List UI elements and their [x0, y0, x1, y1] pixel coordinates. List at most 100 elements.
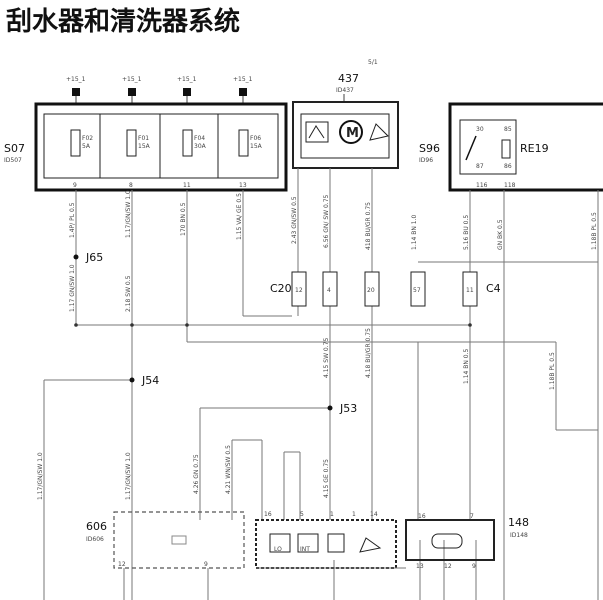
fuse-icon [70, 129, 81, 157]
switch-label-lo: LO [274, 546, 282, 553]
module-148: 148 ID148 16 7 13 12 9 [405, 513, 529, 570]
connector-pin-box [291, 271, 307, 307]
connector-pin: 11 [466, 287, 474, 294]
junction-dot [468, 323, 472, 327]
supply-terminal-2 [128, 88, 136, 96]
connector-pin: 57 [413, 287, 421, 294]
switch-pin: 5 [300, 511, 304, 518]
fuse-icon [126, 129, 137, 157]
wire-label: 1.17 GN/SW 1.0 [69, 264, 76, 312]
fuse-rating: 15A [138, 143, 151, 150]
motor-icon [339, 120, 363, 144]
m437-label: 437 [338, 72, 359, 85]
wire-label: 4.15 SW 0.75 [323, 338, 330, 378]
junction-dot [73, 254, 79, 260]
fuse-pin: 8 [129, 182, 133, 189]
fuse-pin: 13 [239, 182, 247, 189]
relay-pin-85: 85 [504, 126, 512, 133]
connector-c20-label: C20 [270, 282, 292, 295]
supply-label-4: +15_1 [233, 76, 253, 83]
m437-sub: ID437 [336, 87, 354, 94]
wire-label: 4.15 GE 0.75 [323, 459, 330, 498]
switch-int-icon [297, 533, 319, 553]
s96-bottom-pin: 118 [504, 182, 516, 189]
wire-labels: 1.4P/ PL 0.5 1.17/GN/SW 1.0 170 BN 0.5 1… [37, 190, 598, 500]
wiper-motor-437: 437 ID437 M [292, 72, 399, 169]
m148-sub: ID148 [510, 532, 528, 539]
junctions: J65 J54 J53 [73, 251, 472, 415]
supply-terminal-4 [239, 88, 247, 96]
m148-pin: 7 [470, 513, 474, 520]
connector-pin-box [462, 271, 478, 307]
relay-name: RE19 [520, 142, 549, 155]
relay-coil-icon [501, 139, 511, 159]
wire-label: 1.17/GN/SW 1.0 [125, 452, 132, 500]
m606-label: 606 [86, 520, 107, 533]
supply-terminals: +15_1 +15_1 +15_1 +15_1 [66, 76, 253, 104]
m606-pin: 12 [118, 561, 126, 568]
relay-contact-icon [465, 135, 477, 161]
relay-pin-86: 86 [504, 163, 512, 170]
switch-pin: 14 [370, 511, 378, 518]
connector-pin-box [364, 271, 380, 307]
wiper-blade-icon [369, 123, 389, 141]
connector-pin: 12 [295, 287, 303, 294]
fuse-pin: 9 [73, 182, 77, 189]
fuse-name: F04 [194, 135, 205, 142]
wire-label: 1.14 BN 1.0 [411, 214, 418, 250]
wire-label: 2.18 SW 0.5 [125, 275, 132, 312]
wire-label: 1.18B PL 0.5 [591, 212, 598, 250]
module-148-symbol [431, 533, 463, 549]
junction-dot [74, 323, 78, 327]
wire-label: 1.15 VA/ GE 0.5 [236, 193, 243, 240]
junction-dot [130, 323, 134, 327]
m148-pin: 9 [472, 563, 476, 570]
m148-pin: 12 [444, 563, 452, 570]
wire-label: 418 BU/GR 0.75 [365, 202, 372, 250]
module-606-symbol [171, 535, 187, 545]
fuse-rating: 5A [82, 143, 91, 150]
connector-c4-label: C4 [486, 282, 501, 295]
fuse-name: F02 [82, 135, 93, 142]
connector-pin-box [322, 271, 338, 307]
switch-pin: 16 [264, 511, 272, 518]
fuse-icon [238, 129, 249, 157]
fuse-rating: 15A [250, 143, 263, 150]
wire-label: 4.26 GN 0.75 [193, 454, 200, 494]
relay-pin-87: 87 [476, 163, 484, 170]
m606-sub: ID606 [86, 536, 104, 543]
m148-pin: 13 [416, 563, 424, 570]
wiper-switch-block: LO INT 16 5 1 1 14 [255, 511, 397, 569]
junction-dot [129, 377, 135, 383]
wire-label: 1.14 BN 0.5 [463, 348, 470, 384]
m148-label: 148 [508, 516, 529, 529]
supply-terminal-1 [72, 88, 80, 96]
wire-label: 1.18B PL 0.5 [549, 352, 556, 390]
module-606: 606 ID606 12 9 [86, 511, 245, 569]
junction-label-j54: J54 [141, 374, 159, 387]
s07-label: S07 [4, 142, 25, 155]
connector-row: C20 C4 12 4 20 57 11 [270, 271, 501, 307]
s96-sub: ID96 [419, 157, 433, 164]
fuse-name: F01 [138, 135, 149, 142]
supply-terminal-3 [183, 88, 191, 96]
fuse-icon [182, 129, 193, 157]
junction-label-j53: J53 [339, 402, 357, 415]
switch-pin: 1 [352, 511, 356, 518]
supply-label-2: +15_1 [122, 76, 142, 83]
switch-label-int: INT [300, 546, 310, 553]
m148-pin: 16 [418, 513, 426, 520]
fuse-rating: 30A [194, 143, 207, 150]
motor-symbol: M [346, 126, 359, 141]
fuse-pin: 11 [183, 182, 191, 189]
junction-dot [185, 323, 189, 327]
wire-label: 6.56 GN/ SW 0.75 [323, 194, 330, 248]
s96-bottom-pin: 116 [476, 182, 488, 189]
s96-label: S96 [419, 142, 440, 155]
connector-pin: 4 [327, 287, 331, 294]
wire-label: 4.21 WN/SW 0.5 [225, 445, 232, 494]
page-ref: 5/1 [368, 59, 378, 66]
connector-pin-box [410, 271, 426, 307]
wire-label: 4.18 BU/GR 0.75 [365, 328, 372, 378]
